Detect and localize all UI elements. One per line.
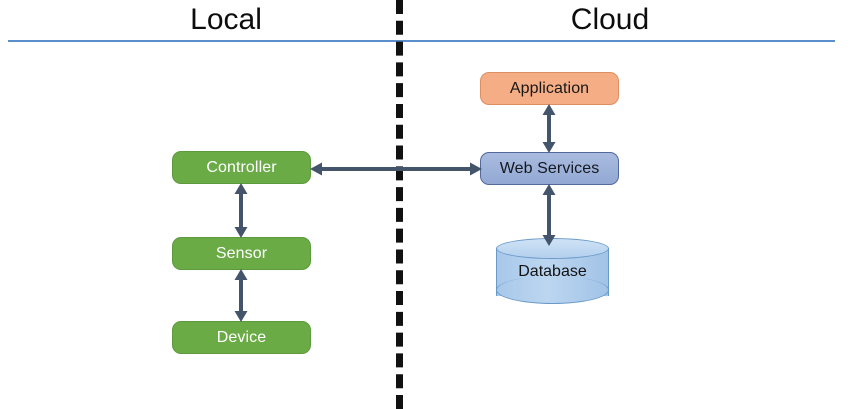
header-divider-rule [8, 40, 835, 42]
node-web-services-label: Web Services [499, 159, 600, 177]
local-cloud-dashed-divider [396, 0, 403, 409]
node-device-label: Device [216, 328, 267, 346]
node-controller[interactable]: Controller [172, 151, 311, 184]
node-database[interactable]: Database [496, 238, 609, 306]
node-controller-label: Controller [206, 158, 277, 176]
node-database-label: Database [518, 263, 587, 280]
zone-title-cloud: Cloud [570, 3, 650, 36]
node-application[interactable]: Application [480, 72, 619, 105]
node-web-services[interactable]: Web Services [480, 152, 619, 185]
arrow-web-services-database-icon [541, 184, 557, 246]
database-cylinder-bottom [496, 276, 609, 304]
zone-title-local: Local [190, 3, 262, 36]
arrow-controller-sensor-icon [233, 183, 249, 238]
arrow-controller-web-services-icon [310, 161, 482, 177]
arrow-sensor-device-icon [233, 269, 249, 322]
node-application-label: Application [509, 79, 590, 97]
node-sensor-label: Sensor [215, 244, 268, 262]
node-sensor[interactable]: Sensor [172, 237, 311, 270]
node-device[interactable]: Device [172, 321, 311, 354]
arrow-application-web-services-icon [541, 104, 557, 153]
